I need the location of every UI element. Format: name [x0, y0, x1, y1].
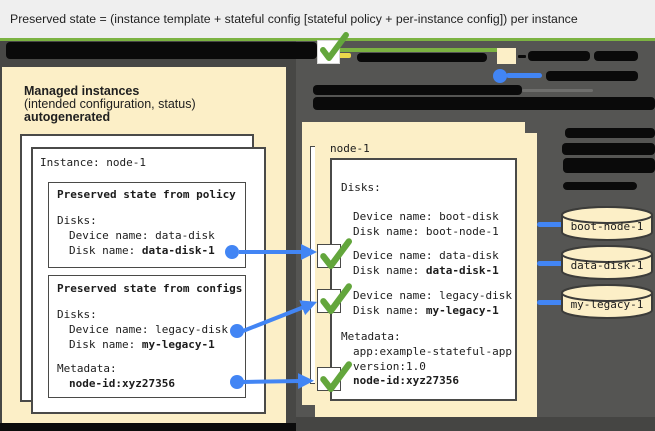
metadata-node-id-line: node-id:xyz27356	[353, 374, 459, 387]
cylinder-icon	[561, 284, 653, 319]
node-title: node-1	[330, 142, 370, 155]
redaction-bar	[518, 55, 526, 58]
legend-checkbox	[317, 32, 349, 64]
redaction-bar	[313, 85, 522, 95]
reference-dot-icon	[230, 375, 244, 389]
policy-disks-label: Disks:	[57, 214, 97, 227]
checkmark-icon	[320, 238, 352, 269]
legend-line-blue	[506, 73, 542, 78]
legend-yellow-dash	[333, 53, 351, 58]
cylinder-icon	[561, 206, 653, 241]
redaction-bar	[313, 97, 655, 110]
green-divider	[0, 38, 655, 41]
redaction-bar	[528, 51, 590, 61]
applied-checkbox-node-id	[317, 361, 352, 392]
legacy-device-line: Device name: legacy-disk	[353, 289, 512, 302]
left-panel-heading: Managed instances	[24, 84, 140, 98]
policy-disk-line: Disk name: data-disk-1	[69, 244, 215, 257]
left-panel-subheading: (intended configuration, status)	[24, 97, 196, 111]
redaction-bar	[563, 158, 655, 173]
configs-metadata-label: Metadata:	[57, 362, 117, 375]
connector-boot-disk	[537, 222, 563, 227]
data-disk-line: Disk name: data-disk-1	[353, 264, 499, 277]
title-bar: Preserved state = (instance template + s…	[0, 0, 655, 38]
node-metadata-label: Metadata:	[341, 330, 401, 343]
configs-device-line: Device name: legacy-disk	[69, 323, 228, 336]
disk-cylinder-boot: boot-node-1	[560, 205, 654, 243]
boot-device-line: Device name: boot-disk	[353, 210, 499, 223]
legend-reference-dot-icon	[493, 69, 507, 83]
redaction-bar	[6, 42, 317, 59]
metadata-version-line: version:1.0	[353, 360, 426, 373]
right-background-shade	[296, 417, 655, 431]
preserved-state-policy-box	[48, 182, 246, 268]
instance-label: Instance: node-1	[40, 156, 146, 169]
applied-checkbox-data-disk	[317, 238, 352, 269]
node-disks-label: Disks:	[341, 181, 381, 194]
applied-checkbox-legacy-disk	[317, 283, 352, 314]
reference-dot-icon	[230, 324, 244, 338]
data-device-line: Device name: data-disk	[353, 249, 499, 262]
legend-vm-swatch	[497, 48, 516, 64]
diagram-title: Preserved state = (instance template + s…	[10, 12, 578, 26]
configs-disk-line: Disk name: my-legacy-1	[69, 338, 215, 351]
disk-cylinder-legacy: my-legacy-1	[560, 283, 654, 321]
checkmark-icon	[320, 361, 352, 392]
disk-label: my-legacy-1	[570, 298, 644, 311]
metadata-app-line: app:example-stateful-app	[353, 345, 512, 358]
checkmark-icon	[320, 32, 349, 61]
checkmark-icon	[320, 283, 352, 314]
disk-cylinder-data: data-disk-1	[560, 244, 654, 282]
redaction-bar	[546, 71, 638, 81]
disk-label: data-disk-1	[570, 259, 644, 272]
configs-box-title: Preserved state from configs	[57, 282, 243, 295]
reference-dot-icon	[225, 245, 239, 259]
policy-box-title: Preserved state from policy	[57, 188, 236, 201]
configs-disks-label: Disks:	[57, 308, 97, 321]
redaction-bar	[594, 51, 638, 61]
redaction-bar	[562, 143, 655, 155]
policy-device-line: Device name: data-disk	[69, 229, 215, 242]
preserved-state-configs-box	[48, 275, 246, 398]
redaction-bar	[357, 53, 487, 62]
bottom-black-strip	[0, 423, 296, 431]
left-panel-heading-autogenerated: autogenerated	[24, 110, 111, 124]
redaction-bar	[563, 182, 637, 190]
redaction-underline	[522, 89, 593, 92]
boot-disk-line: Disk name: boot-node-1	[353, 225, 499, 238]
redaction-bar	[565, 128, 655, 138]
legacy-disk-line: Disk name: my-legacy-1	[353, 304, 499, 317]
configs-metadata-value: node-id:xyz27356	[69, 377, 175, 390]
connector-legacy-disk	[537, 300, 563, 305]
node-disks-box	[330, 158, 517, 401]
cylinder-icon	[561, 245, 653, 280]
connector-data-disk	[537, 261, 563, 266]
disk-label: boot-node-1	[570, 220, 644, 233]
legend-line-green	[340, 48, 497, 52]
